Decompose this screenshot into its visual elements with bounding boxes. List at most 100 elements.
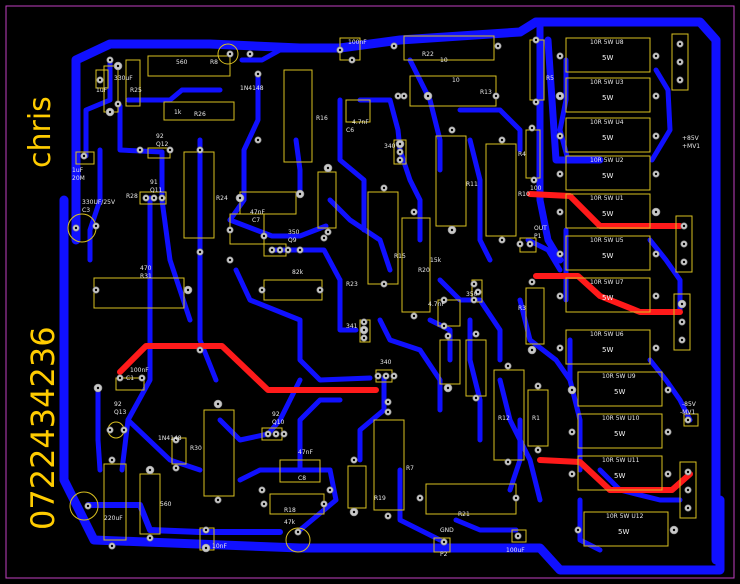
pad-hole bbox=[262, 502, 266, 506]
label-c11: 100nF bbox=[348, 39, 367, 46]
power-resistor-rating: 5W bbox=[614, 388, 625, 396]
pad-hole bbox=[686, 506, 690, 510]
pad-hole bbox=[94, 224, 98, 228]
pad-hole bbox=[322, 502, 326, 506]
label-r11: R11 bbox=[466, 181, 478, 188]
pad-hole bbox=[278, 248, 282, 252]
pad-hole bbox=[446, 334, 450, 338]
pad-hole bbox=[94, 288, 98, 292]
pad-hole bbox=[198, 148, 202, 152]
label-r20-val: 15k bbox=[430, 257, 442, 264]
label-r26: R26 bbox=[194, 111, 206, 118]
power-resistor-label: 10R 5W U5 bbox=[590, 237, 624, 244]
pad-hole bbox=[654, 54, 658, 58]
label-c8-val: 47nF bbox=[298, 449, 313, 456]
pad-hole bbox=[558, 134, 562, 138]
pad-hole bbox=[396, 94, 400, 98]
label-plus85: +85V bbox=[682, 135, 700, 142]
label-r3: R3 bbox=[518, 305, 526, 312]
pad-hole bbox=[228, 258, 232, 262]
pad-hole bbox=[506, 460, 510, 464]
pad-hole bbox=[248, 52, 252, 56]
pad-hole bbox=[678, 42, 682, 46]
label-c10: 100uF bbox=[506, 547, 525, 554]
pad-hole bbox=[382, 282, 386, 286]
pad-hole bbox=[666, 472, 670, 476]
pad-hole bbox=[530, 348, 534, 352]
pad-hole bbox=[474, 332, 478, 336]
author-name-text: chris bbox=[23, 96, 58, 168]
pad-hole bbox=[570, 472, 574, 476]
label-gnd: GND bbox=[440, 527, 454, 534]
pad-hole bbox=[270, 248, 274, 252]
pad-hole bbox=[530, 126, 534, 130]
pad-hole bbox=[256, 72, 260, 76]
pad-hole bbox=[672, 528, 676, 532]
pad-hole bbox=[326, 166, 330, 170]
pad-hole bbox=[678, 78, 682, 82]
pad-hole bbox=[472, 282, 476, 286]
pad-hole bbox=[362, 328, 366, 332]
pad-hole bbox=[446, 386, 450, 390]
pad-hole bbox=[654, 252, 658, 256]
pad-hole bbox=[496, 44, 500, 48]
pads-and-vias bbox=[72, 36, 692, 553]
label-r10: R10 bbox=[518, 191, 530, 198]
label-q11-val: 91 bbox=[150, 179, 158, 186]
pad-hole bbox=[412, 314, 416, 318]
pad-hole bbox=[680, 302, 684, 306]
pad-hole bbox=[528, 242, 532, 246]
pad-hole bbox=[558, 294, 562, 298]
label-r8-val: 560 bbox=[176, 59, 188, 66]
label-c2-val: 220uF bbox=[104, 515, 123, 522]
pad-hole bbox=[426, 94, 430, 98]
pad-hole bbox=[682, 260, 686, 264]
pad-hole bbox=[160, 196, 164, 200]
pad-hole bbox=[108, 110, 112, 114]
pad-hole bbox=[686, 470, 690, 474]
label-jp-val: 1uF bbox=[72, 167, 84, 174]
label-q9-val: 350 bbox=[288, 229, 300, 236]
label-q7-val: 350 bbox=[466, 291, 478, 298]
pad-hole bbox=[108, 58, 112, 62]
pad-hole bbox=[216, 402, 220, 406]
board-outline bbox=[5, 5, 735, 579]
pad-hole bbox=[352, 510, 356, 514]
power-resistor-label: 10R 5W U2 bbox=[590, 157, 624, 164]
pad-hole bbox=[558, 252, 562, 256]
pad-hole bbox=[654, 210, 658, 214]
power-resistor-label: 10R 5W U6 bbox=[590, 331, 624, 338]
label-c9-val: 10nF bbox=[212, 543, 227, 550]
label-c6-val: 4.7nF bbox=[352, 119, 369, 126]
label-q-340a: 340 bbox=[384, 143, 396, 150]
label-r22: R22 bbox=[422, 51, 434, 58]
pad-hole bbox=[216, 498, 220, 502]
pad-hole bbox=[682, 224, 686, 228]
pad-hole bbox=[474, 396, 478, 400]
pad-hole bbox=[558, 172, 562, 176]
label-q10: Q10 bbox=[272, 419, 285, 426]
power-resistor-rating: 5W bbox=[618, 528, 629, 536]
label-q13: Q13 bbox=[114, 409, 127, 416]
pad-hole bbox=[386, 410, 390, 414]
pad-hole bbox=[450, 128, 454, 132]
label-r15: R15 bbox=[394, 253, 406, 260]
pad-hole bbox=[238, 196, 242, 200]
pad-hole bbox=[654, 172, 658, 176]
pad-hole bbox=[558, 210, 562, 214]
pad-hole bbox=[392, 374, 396, 378]
pad-hole bbox=[386, 514, 390, 518]
pad-hole bbox=[536, 384, 540, 388]
pad-hole bbox=[174, 438, 178, 442]
label-d2: 1N4148 bbox=[158, 435, 182, 442]
label-r31-val: 470 bbox=[140, 265, 152, 272]
label-c3: C3 bbox=[82, 207, 90, 214]
pad-hole bbox=[514, 496, 518, 500]
label-q9: Q9 bbox=[288, 237, 297, 244]
label-mv2: -MV1 bbox=[680, 409, 695, 416]
pad-hole bbox=[282, 432, 286, 436]
pad-hole bbox=[500, 238, 504, 242]
pad-hole bbox=[118, 376, 122, 380]
power-resistor-label: 10R 5W U11 bbox=[602, 457, 640, 464]
